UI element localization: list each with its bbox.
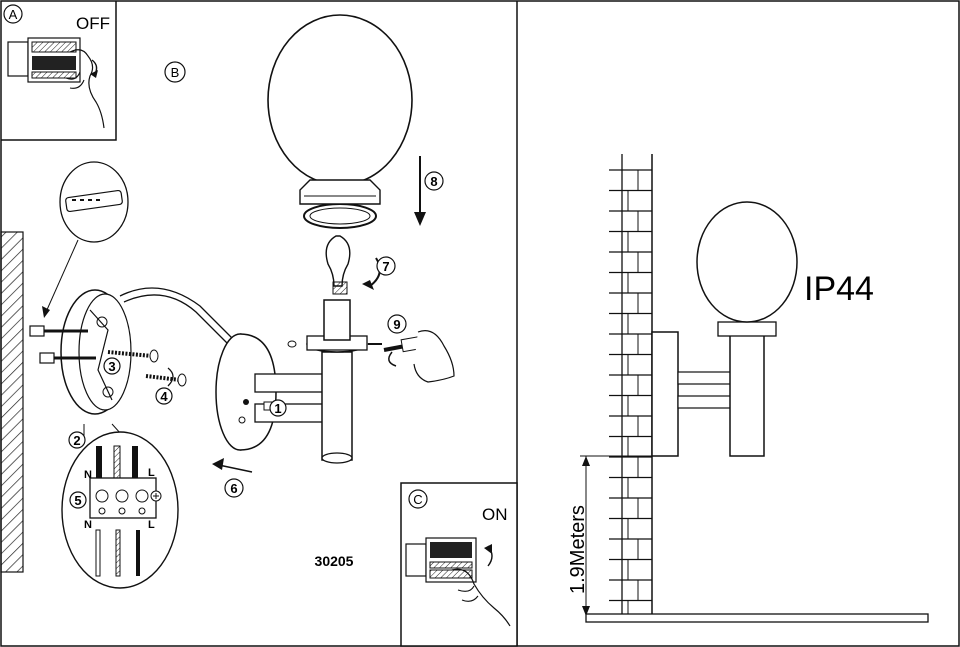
light-bulb <box>325 235 381 295</box>
breaker-switches-off <box>31 41 77 79</box>
step-1-badge: 1 <box>269 399 287 417</box>
step-4-badge: 4 <box>155 387 173 405</box>
step-3-badge: 3 <box>103 357 121 375</box>
svg-text:9: 9 <box>393 317 400 332</box>
panel-a-switch-off: A OFF <box>1 1 117 141</box>
panel-b-letter: B <box>171 65 180 80</box>
brick-wall <box>621 154 653 614</box>
step-2-badge: 2 <box>68 431 86 449</box>
svg-text:2: 2 <box>73 433 80 448</box>
earth-symbol-icon <box>150 490 162 502</box>
step-9-badge: 9 <box>387 314 407 334</box>
screwdriver-hand <box>383 330 455 383</box>
mounting-bracket <box>29 287 241 415</box>
step-5-badge: 5 <box>69 491 87 509</box>
panel-b-badge: B <box>164 61 186 83</box>
panel-c-letter: C <box>413 492 422 507</box>
mounted-lamp <box>651 201 798 457</box>
brick-courses <box>609 169 652 621</box>
breaker-switches-on <box>429 542 473 579</box>
hand-icon <box>69 49 105 129</box>
glass-globe <box>267 14 413 205</box>
hand-icon <box>451 568 511 627</box>
wire-l-bottom: L <box>148 519 155 531</box>
model-number: 30205 <box>315 553 354 569</box>
ip-rating: IP44 <box>804 270 874 308</box>
panel-a-badge <box>3 4 23 24</box>
panel-a-state: OFF <box>76 14 110 33</box>
wire-n-bottom: N <box>84 519 92 531</box>
panel-c-badge <box>408 489 428 509</box>
step-6-badge: 6 <box>224 478 244 498</box>
panel-a-letter: A <box>9 7 18 22</box>
svg-text:7: 7 <box>382 259 389 274</box>
mount-height-label: 1.9Meters <box>567 505 589 594</box>
step-7-badge: 7 <box>376 256 396 276</box>
svg-text:1: 1 <box>274 401 281 416</box>
terminal-block <box>89 477 157 519</box>
ground-line <box>585 613 929 623</box>
panel-c-switch-on: C ON <box>400 482 518 647</box>
svg-text:6: 6 <box>230 481 237 496</box>
panel-c-state: ON <box>482 505 508 524</box>
svg-text:8: 8 <box>430 174 437 189</box>
wall-plug-detail <box>42 161 129 318</box>
wire-n-top: N <box>84 469 92 481</box>
wiring-detail: N L N L <box>61 423 179 589</box>
step-8-badge: 8 <box>424 171 444 191</box>
height-dimension: 1.9Meters <box>567 455 656 618</box>
lamp-body-exploded <box>215 299 382 464</box>
wire-l-top: L <box>148 467 155 479</box>
svg-text:5: 5 <box>74 493 81 508</box>
wall-section <box>0 231 24 573</box>
svg-text:4: 4 <box>160 389 168 404</box>
step-badges: 1 2 3 4 5 6 7 8 9 <box>68 171 444 509</box>
svg-text:3: 3 <box>108 359 115 374</box>
